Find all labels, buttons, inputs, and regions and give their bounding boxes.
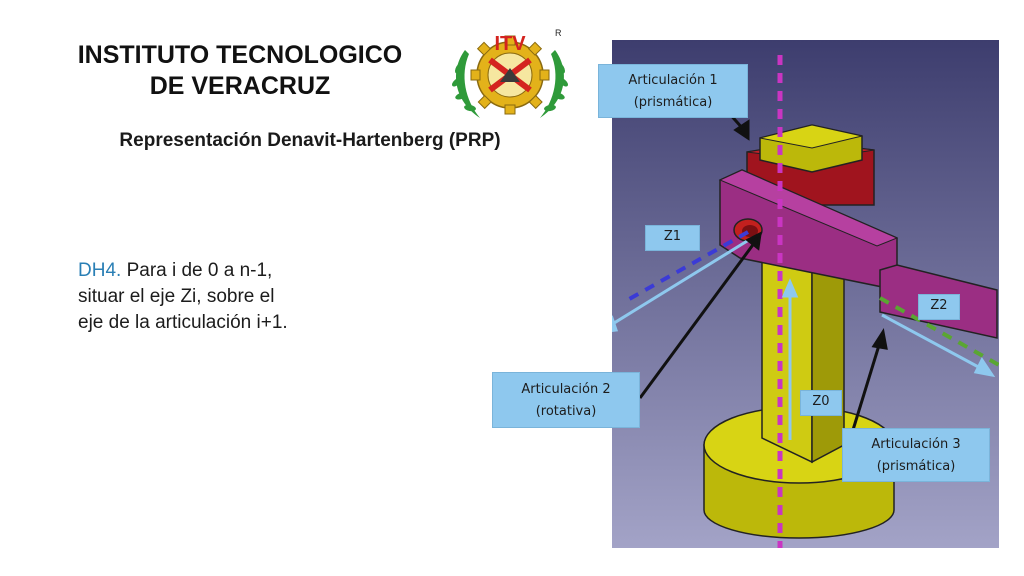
callout-joint3: Articulación 3 (prismática) [842, 428, 990, 482]
registered-mark: R [555, 28, 562, 38]
dh4-line1: Para i de 0 a n-1, [121, 260, 273, 281]
institute-title-line2: DE VERACRUZ [149, 72, 331, 100]
z2-arrow [881, 313, 985, 372]
callout-joint1: Articulación 1 (prismática) [598, 64, 748, 118]
gear-icon [470, 35, 550, 115]
z0-label: Z0 [812, 394, 830, 409]
institute-title-line1: INSTITUTO TECNOLOGICO [77, 41, 403, 69]
laurel-wreath-icon [452, 50, 568, 118]
z2-label: Z2 [930, 298, 948, 313]
callout-z2: Z2 [918, 294, 960, 320]
callout-joint2: Articulación 2 (rotativa) [492, 372, 640, 428]
logo-text: ITV [494, 33, 526, 55]
top-cap [759, 124, 863, 173]
z1-label: Z1 [663, 229, 682, 244]
itv-logo: ITV [452, 33, 568, 118]
z2-axis [879, 296, 999, 367]
institute-title: INSTITUTO TECNOLOGICO DE VERACRUZ [60, 40, 420, 102]
dh4-statement: DH4. Para i de 0 a n-1, situar el eje Zi… [78, 258, 338, 336]
joint1-type: (prismática) [633, 95, 713, 110]
joint2-label: Articulación 2 [521, 382, 611, 397]
horizontal-link [718, 169, 899, 291]
dh4-label: DH4. [78, 260, 122, 281]
dh4-line3: eje de la articulación i+1. [78, 312, 288, 333]
callout-z0: Z0 [800, 390, 842, 416]
joint2-type: (rotativa) [535, 404, 597, 419]
slide-subtitle: Representación Denavit-Hartenberg (PRP) [119, 130, 501, 151]
joint3-label: Articulación 3 [871, 437, 961, 452]
dh4-line2: situar el eje Zi, sobre el [78, 286, 275, 307]
vertical-column [761, 259, 845, 464]
callout-z1: Z1 [645, 225, 700, 251]
joint1-label: Articulación 1 [628, 73, 718, 88]
joint3-type: (prismática) [876, 459, 956, 474]
